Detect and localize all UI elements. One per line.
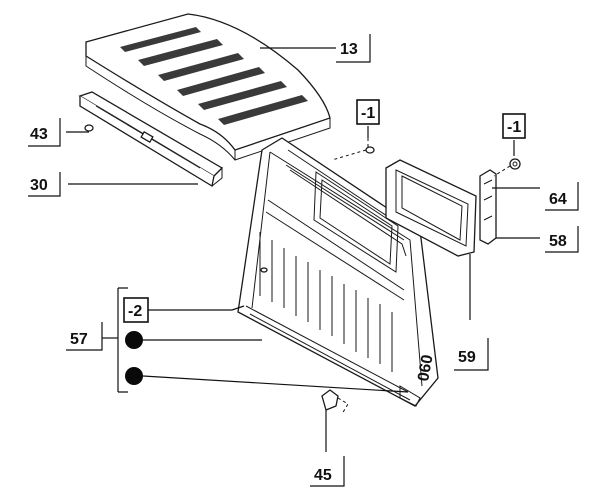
panel-stamp: 060 — [415, 353, 436, 382]
bracket-64-58 — [479, 169, 497, 245]
plugs-57 — [125, 331, 143, 385]
callout-13: 13 — [336, 34, 371, 63]
svg-text:43: 43 — [30, 126, 48, 143]
svg-text:-2: -2 — [128, 303, 142, 320]
screw-43 — [84, 124, 94, 132]
screw-part — [365, 146, 375, 154]
callout-57: 57 — [66, 322, 103, 351]
svg-text:13: 13 — [340, 41, 358, 58]
svg-text:-1: -1 — [361, 105, 375, 122]
callout-45: 45 — [310, 456, 345, 487]
callout-64: 64 — [545, 182, 579, 211]
window-frame-59 — [385, 159, 477, 257]
callout-58: 58 — [545, 226, 579, 253]
callout-minus2: -2 — [123, 297, 149, 323]
plug-lower — [125, 367, 143, 385]
svg-text:-1: -1 — [507, 119, 521, 136]
svg-text:58: 58 — [549, 233, 567, 250]
svg-text:59: 59 — [458, 349, 476, 366]
leader-lines — [66, 47, 540, 452]
svg-text:30: 30 — [30, 177, 48, 194]
rail-30 — [78, 91, 224, 188]
back-panel: 060 — [237, 137, 439, 407]
clip-45 — [321, 389, 349, 415]
svg-text:45: 45 — [314, 467, 332, 484]
callout-minus1-mid: -1 — [356, 99, 380, 125]
callout-43: 43 — [28, 118, 61, 147]
plug-upper — [125, 331, 143, 349]
svg-text:57: 57 — [70, 331, 88, 348]
roof-panel-13 — [85, 13, 331, 161]
callout-30: 30 — [28, 172, 61, 197]
svg-text:64: 64 — [549, 191, 567, 208]
callout-minus1-right: -1 — [502, 113, 526, 139]
callout-59: 59 — [454, 338, 489, 371]
nut-part — [509, 158, 521, 170]
